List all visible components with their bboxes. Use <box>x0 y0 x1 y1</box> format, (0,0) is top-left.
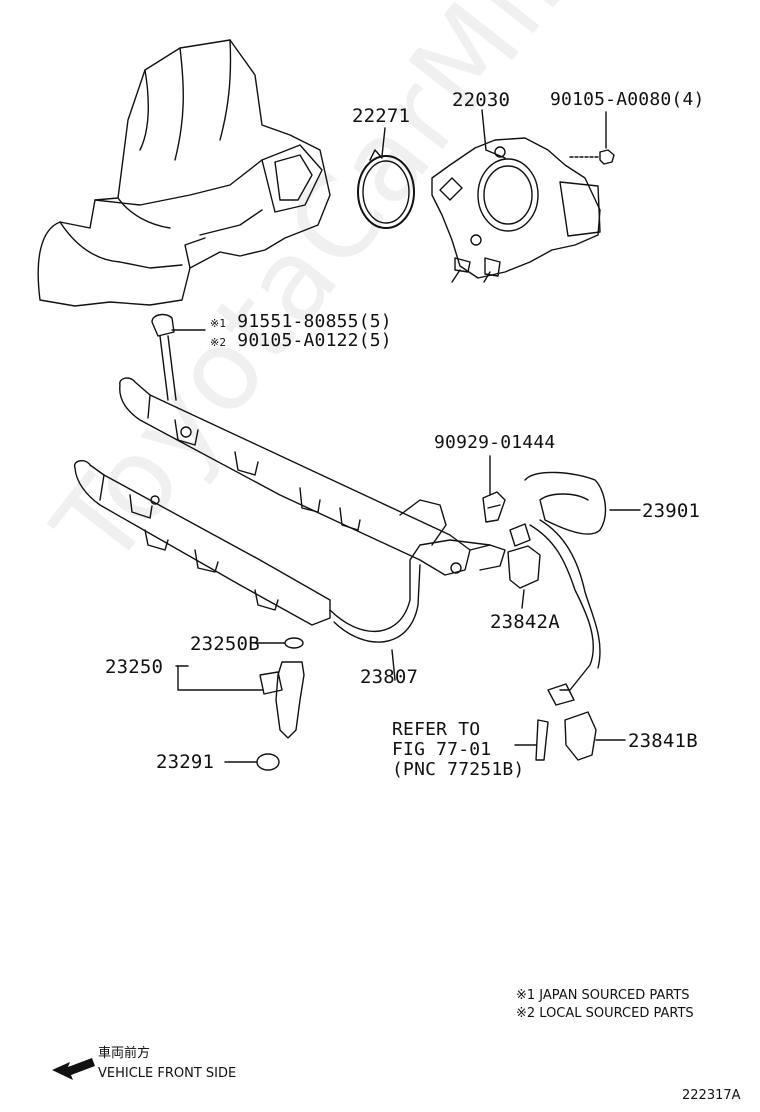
connector-23842a-drawing <box>507 523 541 609</box>
connector-23841b-drawing <box>547 683 626 761</box>
bolt-note-1-text: 91551-80855(5) <box>237 311 392 332</box>
label-23842a: 23842A <box>490 611 560 633</box>
direction-en: VEHICLE FRONT SIDE <box>98 1066 237 1081</box>
label-23250b: 23250B <box>190 633 260 655</box>
fuel-hose-23901-drawing <box>524 471 641 691</box>
label-23841b: 23841B <box>628 730 698 752</box>
note-japan-sourced: ※1 JAPAN SOURCED PARTS <box>516 988 690 1003</box>
throttle-body-22030-drawing <box>431 109 601 283</box>
bolt-90105-a0080-drawing <box>569 111 615 165</box>
direction-jp: 車両前方 <box>98 1046 151 1061</box>
label-bolt-note-2: ※2 90105-A0122(5) <box>210 331 392 353</box>
note-local-sourced: ※2 LOCAL SOURCED PARTS <box>516 1006 694 1021</box>
label-23291: 23291 <box>156 751 215 773</box>
refer-line-1: REFER TO <box>392 719 481 740</box>
label-22030: 22030 <box>452 89 511 111</box>
label-22271: 22271 <box>352 105 411 127</box>
refer-line-3: (PNC 77251B) <box>392 759 525 780</box>
figure-code: 222317A <box>682 1088 741 1103</box>
fuel-tube-23807-drawing <box>329 539 491 681</box>
label-23250: 23250 <box>105 656 164 678</box>
fuel-rail-upper-drawing <box>119 377 506 576</box>
intake-manifold-drawing <box>37 39 331 307</box>
clip-90929-drawing <box>482 455 506 523</box>
vehicle-front-arrow-icon <box>52 1058 95 1080</box>
injector-23250-drawing <box>175 637 305 771</box>
note-mark-1: ※1 <box>210 317 227 330</box>
fuel-rail-lower-drawing <box>73 460 331 626</box>
bolt-note-2-text: 90105-A0122(5) <box>237 330 392 351</box>
label-23901: 23901 <box>642 500 701 522</box>
refer-line-drawing <box>514 719 549 761</box>
label-bolt-note-1: ※1 91551-80855(5) <box>210 312 392 334</box>
label-90105-a0080: 90105-A0080(4) <box>550 89 705 110</box>
refer-line-2: FIG 77-01 <box>392 739 492 760</box>
gasket-22271-drawing <box>357 127 415 229</box>
label-23807: 23807 <box>360 666 419 688</box>
note-mark-2: ※2 <box>210 336 227 349</box>
rail-bolt-drawing <box>151 313 206 401</box>
label-90929-01444: 90929-01444 <box>434 432 556 453</box>
